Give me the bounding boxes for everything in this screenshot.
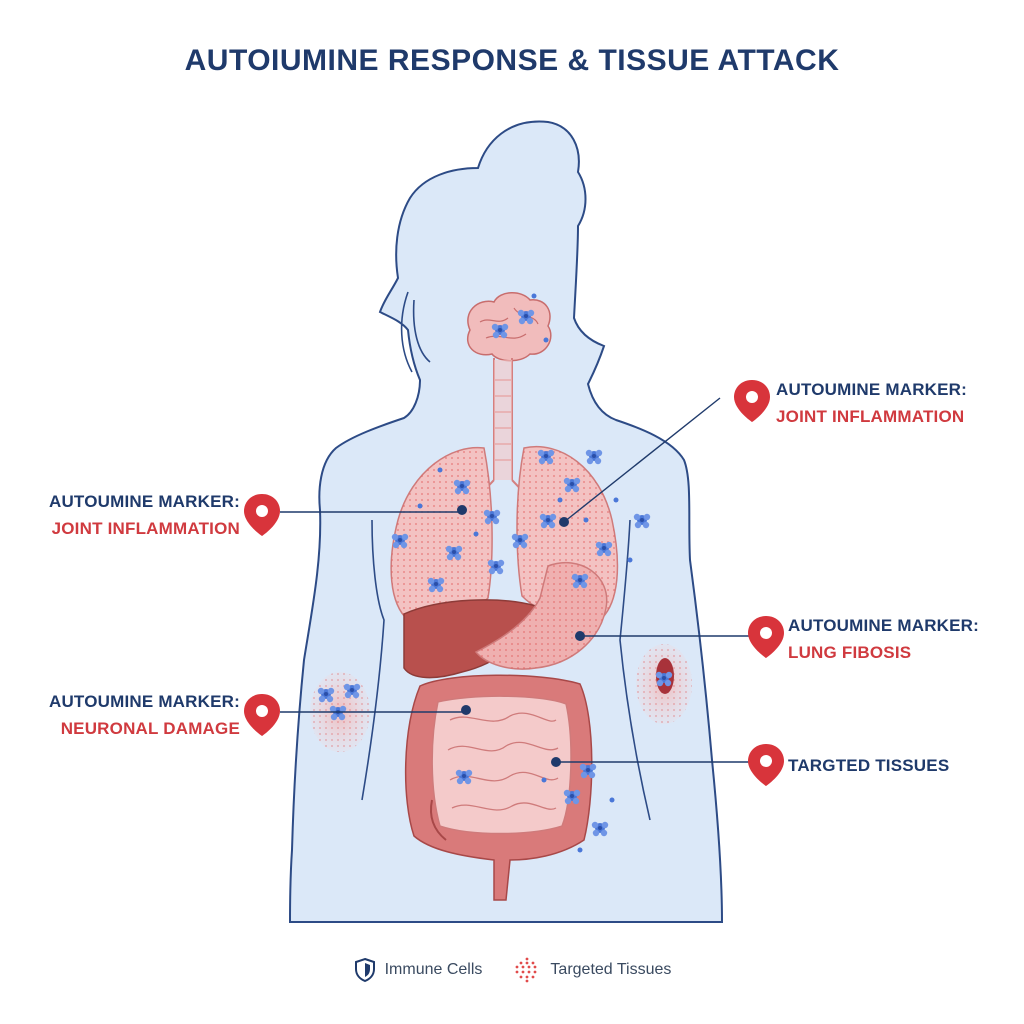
leader-endpoints: [457, 505, 585, 767]
small-intestine-folds: [447, 712, 559, 811]
location-pins: [244, 380, 784, 786]
pin-icon: [748, 744, 784, 786]
immune-cell-specks: [417, 293, 633, 853]
leader-right-top: [563, 397, 721, 523]
callout-marker-label: AUTOUMINE MARKER:: [788, 616, 980, 635]
legend-label: Immune Cells: [384, 961, 483, 978]
body-silhouette: [288, 120, 724, 923]
pin-icon: [734, 380, 770, 422]
leader-lines: [280, 397, 750, 763]
small-intestine: [431, 695, 572, 835]
hair-strand: [400, 291, 431, 373]
callout-left-bottom: AUTOUMINE MARKER: NEURONAL DAMAGE: [20, 688, 240, 742]
callout-condition-label: JOINT INFLAMMATION: [51, 519, 240, 538]
callout-right-bottom: TARGTED TISSUES: [788, 752, 949, 779]
left-arm-line: [361, 519, 385, 801]
brain: [467, 292, 552, 362]
callout-condition-label: NEURONAL DAMAGE: [60, 719, 240, 738]
callout-right-middle: AUTOUMINE MARKER: LUNG FIBOSIS: [788, 612, 979, 666]
shield-icon: [354, 957, 375, 983]
right-arm-line: [619, 519, 651, 821]
dotted-tissue-icon: [516, 957, 537, 983]
legend-item-targeted-tissues: Targeted Tissues: [512, 955, 671, 985]
legend: Immune Cells Targeted Tissues: [0, 954, 1024, 986]
diagram-title: AUTOIUMINE RESPONSE & TISSUE ATTACK: [184, 44, 840, 77]
callout-marker-label: AUTOUMINE MARKER:: [776, 380, 968, 399]
legend-item-immune-cells: Immune Cells: [353, 957, 483, 983]
trachea-fill: [494, 360, 512, 480]
callout-condition-label: JOINT INFLAMMATION: [776, 407, 965, 426]
legend-label: Targeted Tissues: [550, 961, 672, 978]
callout-condition-label: LUNG FIBOSIS: [788, 643, 912, 662]
callout-left-top: AUTOUMINE MARKER: JOINT INFLAMMATION: [20, 488, 240, 542]
stomach-dots: [476, 562, 607, 670]
callout-right-top: AUTOUMINE MARKER: JOINT INFLAMMATION: [776, 376, 967, 430]
callout-marker-label: AUTOUMINE MARKER:: [48, 492, 240, 511]
pin-icon: [244, 494, 280, 536]
appendix: [430, 799, 447, 841]
pin-icon: [748, 616, 784, 658]
callout-marker-label: AUTOUMINE MARKER:: [48, 692, 240, 711]
callout-marker-label: TARGTED TISSUES: [788, 756, 950, 775]
pin-icon: [244, 694, 280, 736]
